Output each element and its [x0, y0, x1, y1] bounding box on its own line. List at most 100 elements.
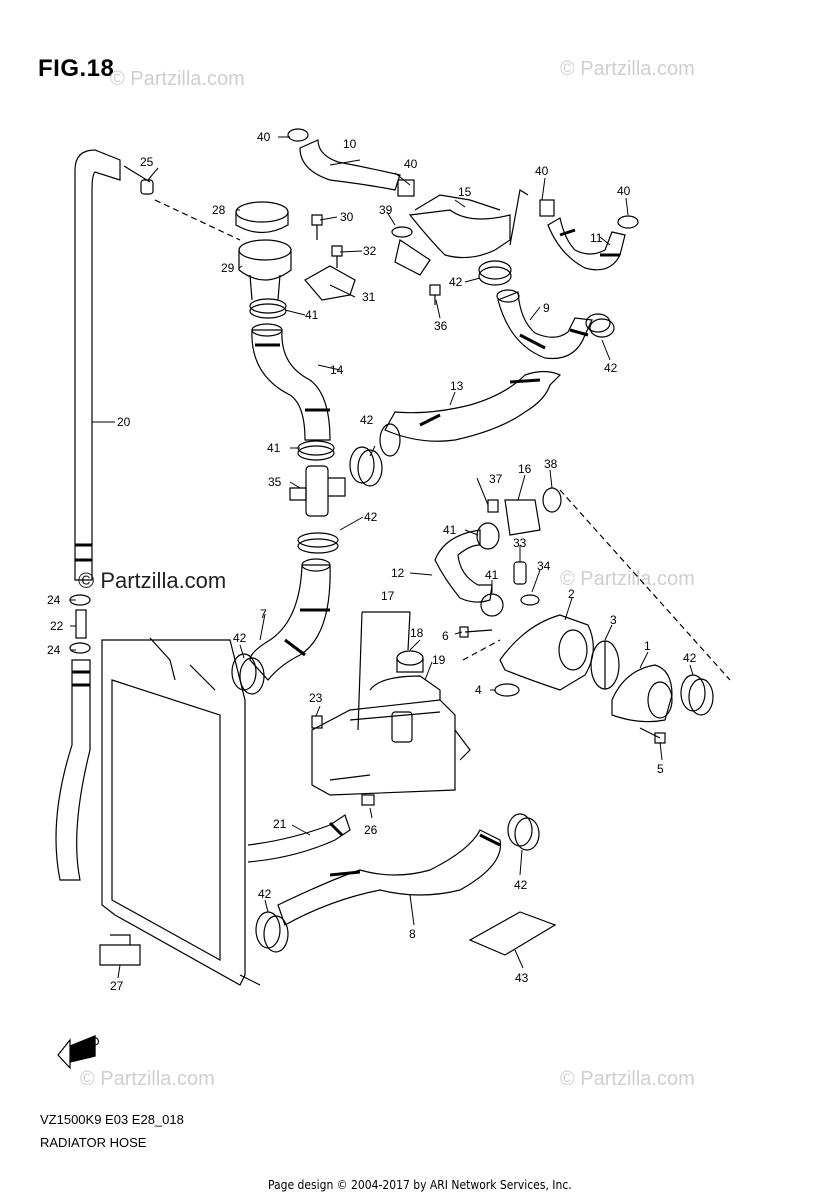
oring-34: [520, 594, 540, 606]
page-credit: Page design © 2004-2017 by ARI Network S…: [268, 1178, 572, 1192]
bolt-36: [429, 284, 441, 305]
oring-4: [494, 683, 520, 697]
callout-label: 28: [212, 203, 226, 217]
hose-11: [547, 217, 626, 271]
watermark: © Partzilla.com: [80, 1068, 215, 1090]
leader-17: [357, 611, 411, 731]
hose-14: [251, 323, 331, 441]
callout-label: 40: [617, 184, 631, 198]
clamp-42d: [507, 813, 540, 851]
callout-label: 37: [489, 472, 503, 486]
watermark: © Partzilla.com: [78, 568, 227, 593]
clamp-42b: [231, 653, 265, 695]
clamp-41b: [297, 440, 335, 461]
watermark: © Partzilla.com: [560, 1068, 695, 1090]
bolt-37: [487, 499, 499, 513]
callout-label: 39: [379, 203, 393, 217]
leader-15: [509, 189, 529, 246]
gasket-39: [391, 226, 413, 238]
watermark: © Partzilla.com: [560, 58, 695, 80]
callout-label: 26: [364, 823, 378, 837]
callout-label: 19: [432, 653, 446, 667]
callout-label: 8: [409, 927, 416, 941]
callout-label: 29: [221, 261, 235, 275]
callout-label: 27: [110, 979, 124, 993]
callout-label: 16: [518, 462, 532, 476]
callout-label: 2: [568, 587, 575, 601]
thermostat-3: [590, 640, 620, 690]
clamp-24b: [69, 642, 91, 654]
clamp-41: [249, 298, 287, 319]
hose-12: [434, 529, 493, 603]
clamp-42h: [680, 674, 714, 716]
callout-label: 24: [47, 593, 61, 607]
watermark: © Partzilla.com: [560, 568, 695, 590]
callout-label: 6: [442, 629, 449, 643]
callout-label: 40: [535, 164, 549, 178]
fwd-arrow-icon: [57, 1035, 96, 1070]
callout-label: 42: [364, 510, 378, 524]
hose-13: [379, 370, 562, 457]
callout-label: 25: [140, 155, 154, 169]
callout-label: 11: [590, 231, 603, 245]
callout-label: 41: [485, 568, 499, 582]
bolt-32: [331, 245, 343, 268]
callout-label: 10: [343, 137, 357, 151]
bolt-5: [639, 727, 666, 744]
clamp-41d: [480, 593, 504, 617]
hose-7: [249, 558, 331, 681]
clip-27: [99, 934, 141, 966]
callout-label: 31: [362, 290, 376, 304]
hose-9: [496, 289, 593, 360]
bolt-23: [311, 715, 323, 729]
callout-label: 42: [233, 631, 247, 645]
dashed-leader: [154, 199, 241, 241]
filler-neck-29: [238, 239, 292, 301]
callout-label: 1: [644, 639, 651, 653]
callout-label: 17: [381, 589, 395, 603]
hose-8: [277, 829, 502, 926]
figure-name: RADIATOR HOSE: [40, 1135, 147, 1150]
clamp-42a: [297, 532, 339, 554]
dashed-leader-38: [559, 489, 731, 681]
callout-label: 15: [458, 185, 472, 199]
callout-label: 41: [305, 308, 319, 322]
label-43: [468, 911, 557, 956]
callout-label: 14: [330, 363, 344, 377]
callout-label: 34: [537, 559, 551, 573]
bracket-31: [304, 265, 356, 301]
callout-label: 41: [267, 441, 281, 455]
callout-label: 35: [268, 475, 282, 489]
pipe-22: [75, 609, 87, 639]
clamp-42e: [478, 260, 512, 286]
clamp-40c: [539, 199, 555, 217]
callout-label: 33: [513, 536, 527, 550]
figure-code: VZ1500K9 E03 E28_018: [40, 1112, 184, 1127]
callout-labels: 40 10 40 15 40 40 11 39 42 36 9 42 13 14…: [47, 130, 697, 993]
callout-label: 32: [363, 244, 377, 258]
clamp-41c: [476, 522, 500, 550]
bolt-30: [311, 214, 323, 240]
radiator: [101, 637, 261, 986]
fitting-35: [289, 465, 346, 517]
pipe-15: [394, 194, 511, 276]
hose-21: [247, 814, 351, 863]
callout-label: 4: [475, 683, 482, 697]
callout-label: 20: [117, 415, 131, 429]
figure-title: FIG.18: [38, 55, 115, 82]
clamp-40d: [617, 215, 639, 229]
clamp-26: [361, 794, 375, 806]
clamp-42c: [255, 911, 289, 953]
callout-label: 41: [443, 523, 457, 537]
sensor-33: [513, 561, 527, 585]
callout-label: 30: [340, 210, 354, 224]
hose-lower-overflow: [55, 659, 91, 881]
cover-1: [611, 664, 673, 723]
hose-20: [74, 149, 151, 581]
cap-18: [396, 650, 424, 673]
fitting-16: [504, 499, 541, 536]
callout-label: 42: [683, 651, 697, 665]
clamp-42g: [349, 446, 383, 487]
